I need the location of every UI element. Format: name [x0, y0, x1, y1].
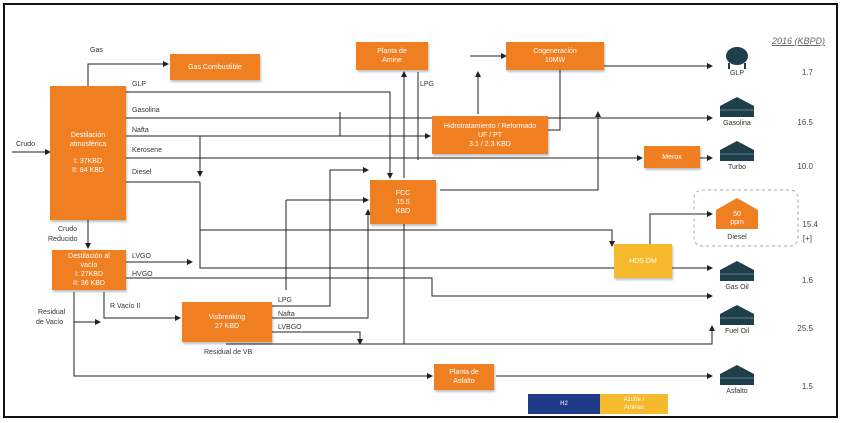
- product-value-turbo: 10.0: [797, 162, 813, 171]
- product-label-diesel: Diesel: [727, 234, 747, 241]
- vacuum-distillation-unit: Destilación al vacío I: 27KBD II: 36 KBD: [52, 250, 126, 290]
- stream-label-lvgo: LVGO: [132, 253, 151, 260]
- product-label-gas-oil: Gas Oil: [725, 284, 749, 291]
- stream-label-hvgo: HVGO: [132, 271, 153, 278]
- storage-tank-icon: [720, 141, 754, 161]
- stream-label-part: Crudo: [58, 226, 78, 233]
- unit-capacity: II: 84 KBD: [72, 167, 104, 174]
- product-label-glp: GLP: [729, 70, 744, 77]
- legend-azufre: Azufre / Aminas: [600, 394, 668, 414]
- unit-label: Planta de: [377, 48, 407, 55]
- merox-unit: Merox: [644, 146, 700, 168]
- legend-label: Azufre /: [623, 397, 645, 403]
- stream-label-de-vacio: de Vacío: [36, 319, 64, 326]
- unit-capacity: II: 36 KBD: [73, 280, 105, 287]
- stream-label-lpg-fcc: LPG: [420, 81, 435, 88]
- product-value-fuel-oil: 25.5: [797, 324, 813, 333]
- unit-label: FCC: [395, 189, 411, 197]
- legend-label: H2: [560, 401, 568, 407]
- cogeneration-unit: Cogeneración 10MW: [506, 42, 604, 70]
- unit-label: Hidrotratamiento / Reformado: [443, 122, 537, 130]
- unit-label: atmosférica: [69, 141, 107, 148]
- stream-label-gasolina: Gasolina: [132, 107, 160, 114]
- unit-label: UF / PT: [477, 131, 503, 139]
- product-extra-diesel: [+]: [802, 234, 812, 243]
- product-label-asfalto: Asfalto: [726, 388, 748, 395]
- hydrotreating-reforming-unit: Hidrotratamiento / Reformado UF / PT 3.1…: [432, 116, 548, 154]
- unit-label: Amine: [382, 57, 402, 64]
- unit-capacity: 3.1 / 2.3 KBD: [469, 140, 511, 148]
- unit-capacity: 10MW: [544, 57, 566, 64]
- storage-tank-icon: [720, 97, 754, 117]
- stream-label-residual-vb: Residual de VB: [204, 349, 253, 356]
- unit-label: HDS DM: [629, 257, 657, 265]
- product-label-fuel-oil: Fuel Oil: [724, 328, 750, 335]
- unit-label: Destilación al: [68, 253, 110, 260]
- diagram-frame: [3, 3, 838, 418]
- stream-label-glp: GLP: [132, 81, 147, 88]
- fcc-unit: FCC 15.5 KBD: [370, 180, 436, 224]
- unit-label: Asfalto: [453, 378, 475, 385]
- legend-label: Aminas: [623, 405, 644, 411]
- storage-tank-icon: [720, 305, 754, 325]
- product-value-diesel: 15.4: [802, 220, 818, 229]
- unit-capacity: KBD: [395, 207, 411, 215]
- stream-label-crudo-reducido-2: Reducido: [48, 236, 78, 243]
- stream-label-nafta: Nafta: [132, 127, 149, 134]
- unit-label: Planta de: [449, 369, 479, 376]
- stream-label-r-vacio: R Vacío II: [110, 303, 141, 310]
- atmospheric-distillation-unit: Destilación atmosférica I: 37KBD II: 84 …: [50, 86, 126, 220]
- unit-label: Merox: [662, 153, 682, 161]
- unit-label: Destilación: [70, 132, 106, 139]
- asphalt-plant-unit: Planta de Asfalto: [434, 364, 494, 390]
- unit-label: vacío: [80, 262, 98, 269]
- product-value-gas-oil: 1.6: [801, 276, 813, 285]
- product-value-gasolina: 16.5: [797, 118, 813, 127]
- storage-tank-icon: [720, 365, 754, 385]
- unit-label: Gas Combustible: [188, 63, 242, 71]
- stream-label-crudo: Crudo: [16, 141, 36, 148]
- stream-label-gas: Gas: [90, 47, 103, 54]
- stream-label-lpg-vb: LPG: [278, 297, 293, 304]
- stream-label-diesel: Diesel: [132, 169, 152, 176]
- amine-plant-unit: Planta de Amine: [356, 42, 428, 70]
- sphere-tank-icon: [726, 47, 748, 69]
- product-value-asfalto: 1.5: [801, 382, 813, 391]
- gas-combustible-unit: Gas Combustible: [170, 54, 260, 80]
- unit-capacity: I: 37KBD: [73, 158, 102, 165]
- tank-text: ppm: [730, 219, 744, 226]
- unit-label: Visbreaking: [208, 314, 246, 321]
- stream-label-kerosene: Kerosene: [132, 147, 162, 154]
- year-label: 2016 (KBPD): [772, 36, 826, 46]
- product-label-turbo: Turbo: [727, 164, 747, 171]
- product-label-gasolina: Gasolina: [723, 120, 751, 127]
- product-value-glp: 1.7: [801, 68, 813, 77]
- stream-label-residual: Residual: [38, 309, 66, 316]
- diesel-tank-icon: 50 ppm: [716, 198, 758, 229]
- unit-label: Cogeneración: [533, 48, 577, 55]
- legend-h2: H2: [528, 394, 600, 414]
- visbreaking-unit: Visbreaking 27 KBD: [182, 302, 272, 342]
- stream-label-nafta-vb: Nafta: [278, 311, 295, 318]
- unit-capacity: I: 27KBD: [74, 271, 103, 278]
- stream-label-lvbgo: LVBGO: [278, 324, 302, 331]
- unit-capacity: 15.5: [396, 198, 410, 206]
- stream-label-crudo-reducido: Crudo: [58, 225, 77, 234]
- unit-capacity: 27 KBD: [214, 323, 240, 330]
- storage-tank-icon: [720, 261, 754, 281]
- tank-text: 50: [733, 211, 741, 218]
- hds-dm-unit: HDS DM: [614, 244, 672, 278]
